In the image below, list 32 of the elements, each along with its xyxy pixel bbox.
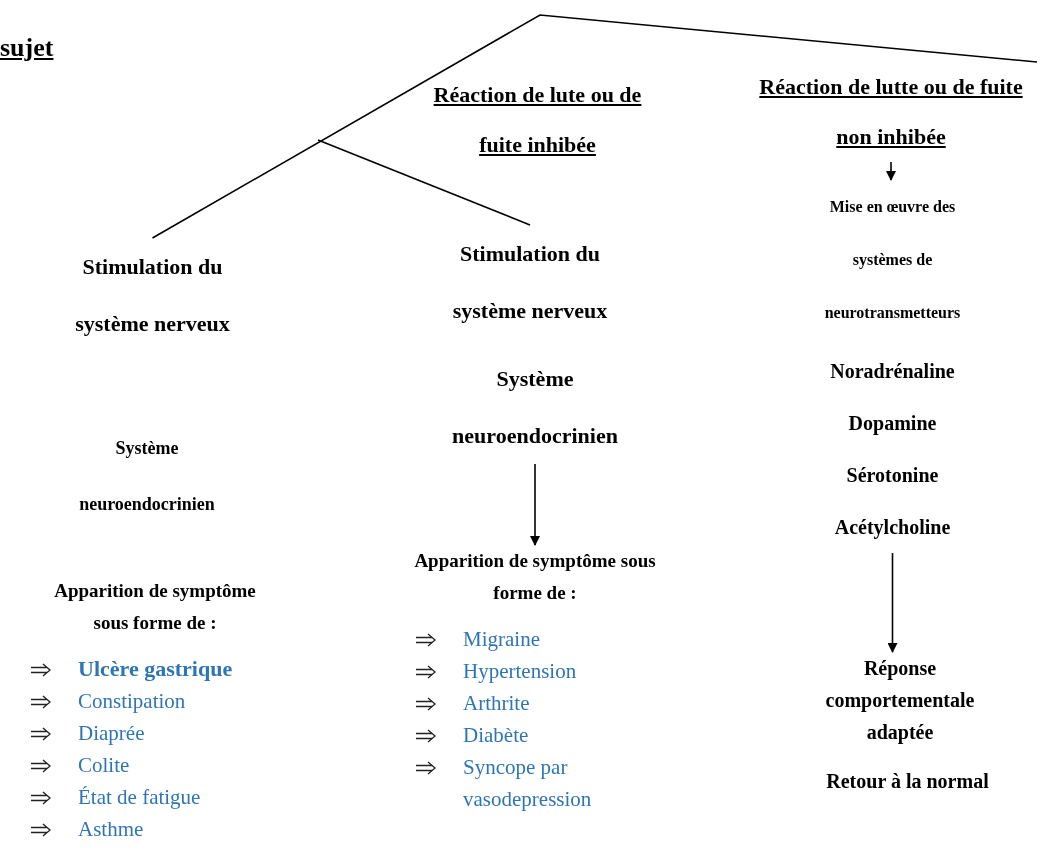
symptom-heading: Apparition de symptôme sous forme de : — [413, 549, 657, 605]
node-text: Stimulation du système nerveux — [74, 253, 231, 338]
arrow — [886, 161, 896, 181]
symptom-item: Diaprée — [78, 720, 145, 747]
node-text: Système neuroendocrinien — [78, 437, 216, 516]
node-text: Réaction de lute ou de fuite inhibée — [432, 81, 643, 159]
symptom-heading: Apparition de symptôme sous forme de : — [53, 579, 257, 635]
symptom-item: Arthrite — [463, 690, 530, 717]
arrow — [530, 463, 540, 546]
node-text: Réponse comportementale adaptée — [824, 656, 976, 746]
symptom-item: Migraine — [463, 626, 540, 653]
node-text: Dopamine — [848, 411, 937, 437]
symptom-item: État de fatigue — [78, 784, 201, 811]
connector-line — [151, 14, 1038, 239]
node-text: Stimulation du système nerveux — [451, 240, 609, 325]
node-text: Mise en œuvre des systèmes de neurotransmetteurs — [823, 197, 962, 323]
symptom-item: Ulcère gastrique — [78, 655, 233, 683]
node-text: Acétylcholine — [834, 515, 951, 541]
symptom-item: Colite — [78, 752, 130, 779]
arrow — [887, 552, 898, 653]
symptom-item: Hypertension — [463, 658, 577, 685]
symptom-item: Asthme — [78, 816, 144, 843]
connector-line — [317, 139, 531, 226]
symptom-item: Syncope par vasodepression — [463, 754, 593, 813]
node-text: Système neuroendocrinien — [451, 365, 619, 450]
node-text: Sérotonine — [846, 463, 939, 488]
node-text: Noradrénaline — [830, 359, 955, 384]
symptom-item: Diabète — [463, 722, 529, 749]
symptom-item: Constipation — [78, 688, 186, 715]
node-text: Retour à la normal — [826, 769, 989, 794]
node-text: Réaction de lutte ou de fuite non inhibée — [758, 73, 1024, 151]
heading-label: sujet — [0, 32, 54, 64]
